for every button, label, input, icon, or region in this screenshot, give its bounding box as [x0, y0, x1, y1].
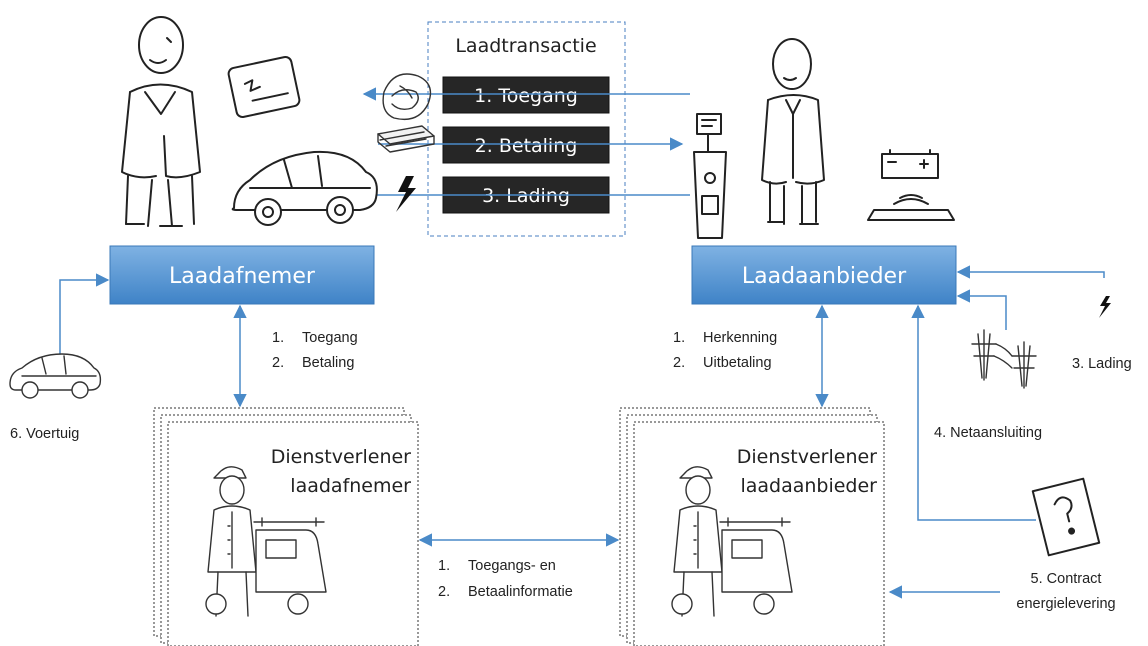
- customer-service-title-line1: Dienstverlener: [271, 446, 411, 468]
- money-icon: [377, 125, 435, 153]
- step-label-payment: 2. Betaling: [475, 135, 578, 157]
- customer-service-worker-illustration: [205, 466, 327, 617]
- contract-document-icon: [1031, 477, 1101, 557]
- customer-service-stack: [153, 407, 419, 646]
- external-charge-label: 3. Lading: [1072, 356, 1132, 372]
- role-label-provider: Laadaanbieder: [742, 264, 907, 289]
- svg-text:Toegangs- en: Toegangs- en: [468, 558, 556, 574]
- svg-text:2.: 2.: [673, 355, 685, 371]
- charging-station-icon: [693, 113, 727, 239]
- svg-text:1.: 1.: [272, 330, 284, 346]
- role-label-customer: Laadafnemer: [169, 264, 316, 289]
- svg-text:Betaalinformatie: Betaalinformatie: [468, 584, 573, 600]
- customer-service-title-line2: laadafnemer: [290, 475, 411, 497]
- customer-car-illustration: [231, 150, 378, 226]
- role-box-customer: [109, 245, 375, 305]
- svg-text:Betaling: Betaling: [302, 355, 354, 371]
- transaction-title: Laadtransactie: [455, 35, 596, 57]
- access-app-icon: [382, 73, 432, 121]
- step-box-payment: [442, 126, 610, 164]
- svg-text:2.: 2.: [272, 355, 284, 371]
- provider-person-illustration: [761, 38, 825, 225]
- external-lightning-icon: [1099, 296, 1111, 318]
- role-box-provider: [691, 245, 957, 305]
- charge-card-icon: [227, 56, 301, 118]
- battery-icon: [881, 149, 939, 179]
- vehicle-icon: [9, 353, 102, 399]
- external-grid-label: 4. Netaansluiting: [934, 425, 1042, 441]
- svg-text:2.: 2.: [438, 584, 450, 600]
- svg-text:1.: 1.: [438, 558, 450, 574]
- transaction-frame: [427, 21, 626, 237]
- customer-service-list: 1. Toegang 2. Betaling: [272, 330, 358, 371]
- provider-service-list: 1. Herkenning 2. Uitbetaling: [673, 330, 777, 371]
- arrow-external-contract: [911, 304, 1036, 521]
- between-services-list: 1. Toegangs- en 2. Betaalinformatie: [438, 558, 573, 600]
- svg-text:1.: 1.: [673, 330, 685, 346]
- lightning-icon: [396, 176, 416, 212]
- svg-text:Uitbetaling: Uitbetaling: [703, 355, 772, 371]
- wireless-charging-pad-icon: [867, 194, 955, 221]
- vehicle-label: 6. Voertuig: [10, 426, 79, 442]
- step-label-access: 1. Toegang: [474, 85, 578, 107]
- step-label-charge: 3. Lading: [482, 185, 570, 207]
- external-contract-label-line2: energielevering: [1016, 596, 1115, 612]
- power-pylon-icon: [971, 329, 1037, 389]
- provider-service-stack: [619, 407, 885, 646]
- arrow-external-grid: [956, 289, 1007, 330]
- provider-service-worker-illustration: [671, 466, 793, 617]
- external-contract-label-line1: 5. Contract: [1031, 571, 1102, 587]
- arrow-external-charge: [956, 265, 1105, 279]
- step-box-access: [442, 76, 610, 114]
- svg-text:Herkenning: Herkenning: [703, 330, 777, 346]
- provider-service-title-line2: laadaanbieder: [740, 475, 877, 497]
- arrow-vehicle: [59, 273, 110, 360]
- customer-person-illustration: [121, 16, 201, 227]
- provider-service-title-line1: Dienstverlener: [737, 446, 877, 468]
- svg-text:Toegang: Toegang: [302, 330, 358, 346]
